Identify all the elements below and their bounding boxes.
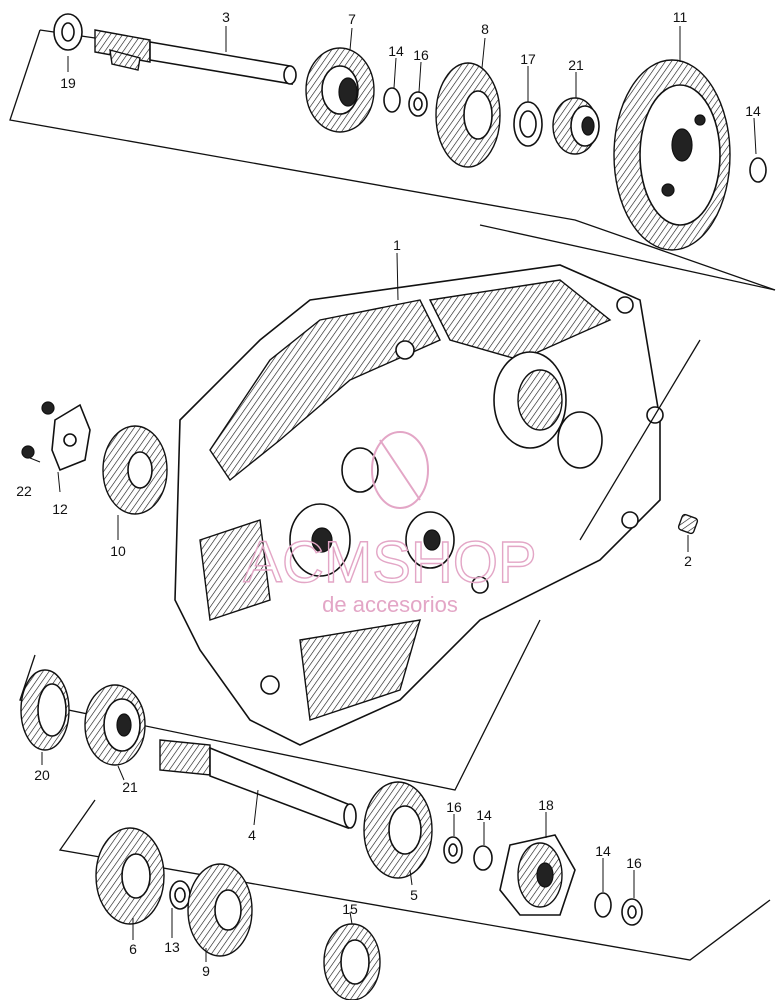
gear-11 <box>613 59 731 251</box>
circlip-14d <box>594 892 612 918</box>
watermark-brand: ACMSHOP <box>243 530 536 595</box>
callout-11: 11 <box>673 9 688 25</box>
circlip-14b <box>749 157 767 183</box>
callout-5: 5 <box>410 887 418 903</box>
callout-1: 1 <box>393 237 401 253</box>
circlip-14c <box>473 845 493 871</box>
callout-20: 20 <box>34 767 50 783</box>
callout-3: 3 <box>222 9 230 25</box>
oil-seal-15 <box>323 923 381 1000</box>
washer-16b <box>443 836 463 864</box>
crankcase-frame-top <box>479 224 776 291</box>
washer-19 <box>53 13 83 51</box>
bolt-22 <box>21 401 55 463</box>
gear-9 <box>187 863 253 957</box>
callout-labels: 3 7 8 11 14 16 17 21 19 14 1 2 22 12 10 … <box>16 9 761 979</box>
leader-lines <box>41 26 757 962</box>
countershaft-3 <box>94 29 297 85</box>
callout-8: 8 <box>481 21 489 37</box>
callout-15: 15 <box>342 901 358 917</box>
washer-16a <box>408 91 428 117</box>
callout-13: 13 <box>164 939 180 955</box>
callout-9: 9 <box>202 963 210 979</box>
lower-assembly-frame <box>19 619 541 791</box>
bearing-21a <box>552 97 600 155</box>
callout-14a: 14 <box>388 43 404 59</box>
callout-16b: 16 <box>446 799 462 815</box>
callout-21b: 21 <box>122 779 138 795</box>
callout-21a: 21 <box>568 57 584 73</box>
callout-14b: 14 <box>745 103 761 119</box>
washer-16c <box>621 898 643 926</box>
callout-17: 17 <box>520 51 536 67</box>
washer-13 <box>169 880 191 910</box>
watermark-subtitle: de accesorios <box>322 592 458 617</box>
sprocket-10 <box>102 425 168 515</box>
watermark: ACMSHOP de accesorios <box>243 431 537 617</box>
callout-7: 7 <box>348 11 356 27</box>
gear-7 <box>305 47 375 133</box>
sprocket-plate-12 <box>51 403 91 472</box>
callout-16a: 16 <box>413 47 429 63</box>
callout-14d: 14 <box>595 843 611 859</box>
gear-5 <box>363 781 433 879</box>
crankcase-1 <box>174 264 664 746</box>
upper-assembly-frame <box>9 29 776 291</box>
washer-17 <box>513 101 543 147</box>
shift-dog-18 <box>499 834 576 916</box>
callout-22: 22 <box>16 483 32 499</box>
dowel-pin-2 <box>677 513 699 535</box>
callout-10: 10 <box>110 543 126 559</box>
gear-group-frame <box>58 799 771 961</box>
bearing-20 <box>20 669 70 751</box>
gear-8 <box>435 62 501 168</box>
callout-16c: 16 <box>626 855 642 871</box>
callout-19: 19 <box>60 75 76 91</box>
callout-12: 12 <box>52 501 68 517</box>
circlip-14a <box>383 87 401 113</box>
bearing-21b <box>84 684 146 766</box>
callout-2: 2 <box>684 553 692 569</box>
callout-14c: 14 <box>476 807 492 823</box>
callout-4: 4 <box>248 827 256 843</box>
callout-6: 6 <box>129 941 137 957</box>
mainshaft-4 <box>159 739 357 830</box>
gear-6 <box>95 827 165 925</box>
callout-18: 18 <box>538 797 554 813</box>
